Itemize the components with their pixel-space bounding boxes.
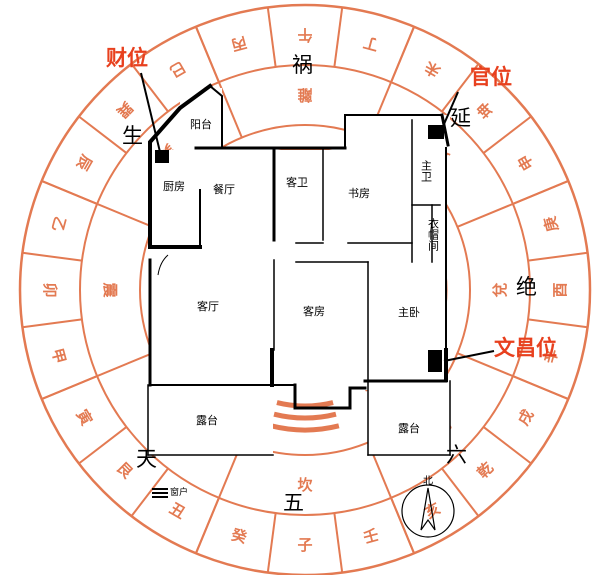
inner-ring-char: 震 <box>101 282 119 298</box>
sub-sector-line <box>22 251 83 262</box>
outer-ring-char: 壬 <box>361 526 380 547</box>
callout-lines <box>140 72 495 362</box>
room-balcony-top: 阳台 <box>190 117 212 131</box>
callout-labels: 财位 官位 文昌位 <box>106 46 557 360</box>
outer-ring-char: 巽 <box>113 98 136 121</box>
north-arrow: 北 <box>401 475 455 538</box>
sub-sector-line <box>527 251 588 262</box>
room-terrace-right: 露台 <box>398 421 420 435</box>
callout-study: 文昌位 <box>494 336 557 360</box>
sub-sector-line <box>130 63 169 113</box>
room-kitchen: 厨房 <box>163 180 185 193</box>
outer-ring-char: 午 <box>297 26 312 44</box>
outer-ring-char: 丑 <box>166 499 188 522</box>
room-study: 书房 <box>348 187 370 200</box>
trigram-bar <box>270 423 340 433</box>
star-bottom: 五 <box>283 491 304 515</box>
window-legend-label: 窗户 <box>170 486 188 498</box>
north-label: 北 <box>423 475 433 487</box>
sub-sector-line <box>390 26 415 83</box>
sub-sector-line <box>195 497 220 554</box>
sector-dividers <box>22 7 588 573</box>
outer-ring-char: 辛 <box>541 346 562 365</box>
official-marker <box>428 125 444 139</box>
room-guest-room: 客房 <box>303 304 325 318</box>
sub-sector-line <box>441 467 480 517</box>
outer-ring-char: 子 <box>297 536 312 554</box>
inner-ring-char: 兌 <box>491 282 509 297</box>
callout-official: 官位 <box>470 65 512 89</box>
floor-plan <box>147 83 451 456</box>
sub-sector-line <box>22 318 83 329</box>
outer-ring-char: 庚 <box>541 214 562 233</box>
sub-sector-line <box>512 180 569 205</box>
sub-sector-line <box>482 426 532 465</box>
outer-ring-char: 丁 <box>361 33 380 54</box>
sub-sector-line <box>130 467 169 517</box>
position-markers <box>155 125 444 372</box>
room-closet: 衣帽间 <box>427 217 440 252</box>
sub-sector-line <box>41 180 98 205</box>
star-top-right: 延 <box>450 106 471 130</box>
outer-ring-char: 丙 <box>229 33 248 54</box>
sub-sector-line <box>195 26 220 83</box>
outer-ring-char: 坤 <box>474 98 497 121</box>
outer-ring-char: 酉 <box>551 282 569 297</box>
sub-sector-line <box>333 512 344 573</box>
outer-ring-char: 未 <box>421 57 445 81</box>
star-right: 绝 <box>516 275 537 299</box>
sub-sector-line <box>441 63 480 113</box>
outer-ring-char: 辰 <box>72 151 96 174</box>
room-living: 客厅 <box>197 299 219 313</box>
trigram-bar <box>276 400 334 409</box>
sub-sector-line <box>266 512 277 573</box>
star-top: 祸 <box>292 53 313 77</box>
sub-sector-line <box>41 375 98 400</box>
room-dining: 餐厅 <box>213 182 235 196</box>
star-bottom-left: 天 <box>136 447 157 471</box>
inner-ring-char: 坎 <box>297 476 312 494</box>
room-guest-bath: 客卫 <box>286 175 308 189</box>
study-marker <box>428 350 442 372</box>
sub-sector-line <box>333 7 344 68</box>
outer-ring-char: 甲 <box>48 346 69 365</box>
outer-ring-char: 寅 <box>73 406 96 428</box>
wealth-marker <box>155 150 169 163</box>
outer-ring-char: 癸 <box>228 525 249 547</box>
sub-sector-line <box>527 318 588 329</box>
inner-ring-char: 離 <box>297 86 312 104</box>
outer-ring-char: 申 <box>514 151 537 173</box>
sub-sector-line <box>266 7 277 68</box>
window-legend: 窗户 <box>152 486 188 498</box>
outer-ring-char: 乾 <box>474 459 497 482</box>
room-labels: 阳台 厨房 餐厅 客卫 书房 主卫 衣帽间 客厅 客房 主卧 露台 露台 <box>163 117 440 435</box>
outer-ring-char: 戌 <box>514 406 537 428</box>
callout-wealth: 财位 <box>106 46 148 70</box>
outer-ring-char: 卯 <box>41 282 59 297</box>
sub-sector-line <box>512 375 569 400</box>
star-top-left: 生 <box>122 124 143 148</box>
star-bottom-right: 六 <box>446 443 467 467</box>
room-terrace-left: 露台 <box>196 413 218 427</box>
room-master-bedroom: 主卧 <box>398 306 420 319</box>
star-labels: 祸 生 延 绝 天 六 五 <box>122 53 537 515</box>
sub-sector-line <box>482 115 532 154</box>
sub-sector-line <box>78 115 128 154</box>
outer-ring-char: 艮 <box>113 459 137 483</box>
trigram-bar <box>273 411 337 421</box>
outer-ring-char: 乙 <box>48 214 69 233</box>
room-master-bath: 主卫 <box>420 160 433 182</box>
outer-ring-char: 巳 <box>166 58 188 81</box>
sub-sector-line <box>78 426 128 465</box>
sub-sector-line <box>390 497 415 554</box>
